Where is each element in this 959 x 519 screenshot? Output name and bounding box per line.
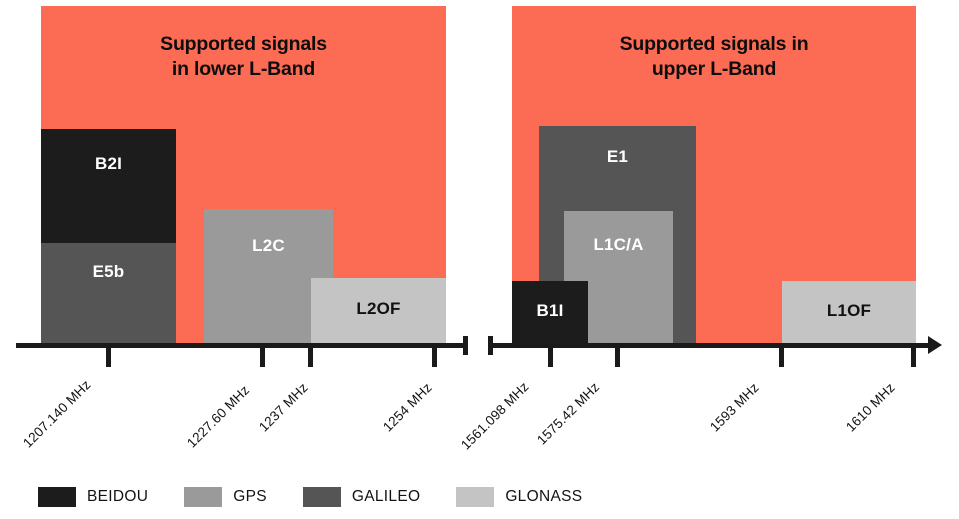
bar-l2of: L2OF <box>311 278 446 343</box>
bar-l1of-label: L1OF <box>826 301 872 320</box>
legend-label-galileo: GALILEO <box>351 488 421 505</box>
bar-e5b-label: E5b <box>92 262 125 281</box>
legend-item-gps: GPS <box>184 487 267 507</box>
axis-tick-upper-1 <box>615 348 620 367</box>
axis-tick-label-upper-0: 1561.098 MHz <box>458 379 532 453</box>
axis-tick-lower-3 <box>432 348 437 367</box>
bar-l1of: L1OF <box>782 281 916 343</box>
bar-b1i-label: B1I <box>536 301 564 320</box>
legend-label-gps: GPS <box>233 488 267 505</box>
legend-swatch-gps <box>184 487 223 507</box>
bar-b1i: B1I <box>512 281 588 343</box>
bar-e5b: E5b <box>41 243 176 343</box>
bar-l1ca-label: L1C/A <box>593 235 644 254</box>
axis-tick-label-upper-2: 1593 MHz <box>707 379 762 435</box>
panel-lower-l-band-title: Supported signals in lower L-Band <box>160 33 327 80</box>
bar-b2i: B2I <box>41 129 176 243</box>
bar-e1-label: E1 <box>606 147 629 166</box>
axis-tick-upper-2 <box>779 348 784 367</box>
legend-swatch-beidou <box>38 487 76 507</box>
axis-tick-upper-3 <box>911 348 916 367</box>
axis-tick-label-lower-2: 1237 MHz <box>256 379 311 435</box>
bar-l2of-label: L2OF <box>356 299 401 318</box>
panel-upper-l-band-title: Supported signals in upper L-Band <box>619 33 809 80</box>
legend-swatch-galileo <box>302 487 341 507</box>
legend-item-glonass: GLONASS <box>456 487 582 507</box>
axis-arrow-upper <box>928 336 942 354</box>
legend-swatch-glonass <box>456 487 495 507</box>
bar-b2i-label: B2I <box>94 154 123 173</box>
axis-end-cap-lower <box>463 336 468 355</box>
legend-item-galileo: GALILEO <box>302 487 421 507</box>
bar-l2c-label: L2C <box>252 236 285 255</box>
axis-tick-label-upper-1: 1575.42 MHz <box>534 379 603 448</box>
axis-tick-lower-0 <box>106 348 111 367</box>
axis-tick-lower-2 <box>308 348 313 367</box>
axis-tick-label-lower-0: 1207.140 MHz <box>20 377 94 451</box>
axis-tick-label-upper-3: 1610 MHz <box>843 379 898 435</box>
axis-tick-label-lower-3: 1254 MHz <box>380 379 435 435</box>
axis-line-upper <box>488 343 928 348</box>
axis-tick-upper-0 <box>548 348 553 367</box>
axis-tick-lower-1 <box>260 348 265 367</box>
axis-line-lower <box>16 343 468 348</box>
axis-tick-label-lower-1: 1227.60 MHz <box>184 382 253 451</box>
legend-label-glonass: GLONASS <box>505 488 583 505</box>
legend-item-beidou: BEIDOU <box>38 487 148 507</box>
legend-label-beidou: BEIDOU <box>87 488 149 505</box>
legend: BEIDOU GPS GALILEO GLONASS <box>38 487 618 507</box>
